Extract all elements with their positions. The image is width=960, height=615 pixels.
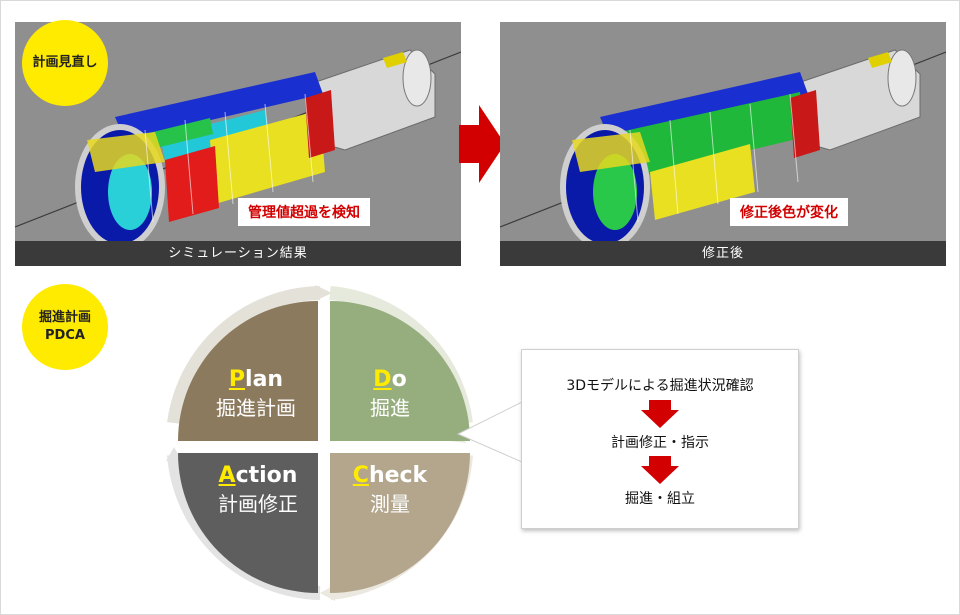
do-subtitle: 掘進 — [370, 396, 410, 420]
process-flow-box: 3Dモデルによる掘進状況確認 計画修正・指示 掘進・組立 — [521, 349, 799, 529]
action-label: Action 計画修正 — [196, 462, 320, 518]
do-label: Do 掘進 — [340, 366, 440, 422]
action-initial: A — [218, 463, 236, 488]
pdca-cycle-diagram — [166, 285, 473, 601]
do-title-rest: o — [391, 367, 407, 392]
plan-review-label: 計画見直し — [32, 55, 98, 70]
arrowhead-to-do — [315, 285, 332, 301]
check-initial: C — [352, 463, 369, 488]
flow-pointer — [456, 401, 524, 463]
simulation-result-panel: 管理値超過を検知 シミュレーション結果 — [15, 22, 461, 266]
pdca-badge-line1: 掘進計画 — [38, 310, 91, 325]
tunnel-render-before — [15, 49, 461, 250]
down-arrow-icon — [641, 456, 679, 484]
down-arrow-icon — [641, 400, 679, 428]
pdca-badge: 掘進計画 PDCA — [22, 284, 108, 370]
check-title-rest: heck — [368, 463, 428, 488]
check-quadrant — [330, 453, 470, 593]
pdca-badge-line2: PDCA — [45, 328, 85, 343]
exceed-detected-callout: 管理値超過を検知 — [238, 198, 370, 226]
plan-label: Plan 掘進計画 — [196, 366, 316, 422]
plan-quadrant — [178, 301, 318, 441]
flow-step-excavation: 掘進・組立 — [625, 491, 695, 507]
plan-review-badge: 計画見直し — [22, 20, 108, 106]
plan-initial: P — [228, 367, 246, 392]
check-subtitle: 測量 — [370, 492, 410, 516]
transition-arrow-icon — [459, 105, 505, 183]
flow-step-correction: 計画修正・指示 — [611, 435, 709, 451]
action-quadrant — [178, 453, 318, 593]
corrected-caption: 修正後 — [500, 241, 946, 266]
plan-title-rest: lan — [245, 367, 284, 392]
do-quadrant — [330, 301, 470, 441]
ring-arc-plan — [167, 286, 321, 424]
do-initial: D — [373, 367, 392, 392]
corrected-panel: 修正後色が変化 修正後 — [500, 22, 946, 266]
arrowhead-to-plan — [166, 447, 182, 461]
action-title-rest: ction — [235, 463, 298, 488]
check-label: Check 測量 — [330, 462, 450, 518]
plan-subtitle: 掘進計画 — [216, 396, 296, 420]
flow-step-3d-check: 3Dモデルによる掘進状況確認 — [566, 378, 754, 394]
tunnel-render-after — [500, 49, 946, 250]
simulation-result-caption: シミュレーション結果 — [15, 241, 461, 266]
action-subtitle: 計画修正 — [218, 492, 298, 516]
color-changed-callout: 修正後色が変化 — [730, 198, 848, 226]
